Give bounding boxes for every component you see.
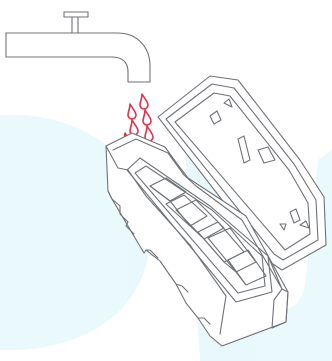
faucet-icon [6, 12, 150, 82]
